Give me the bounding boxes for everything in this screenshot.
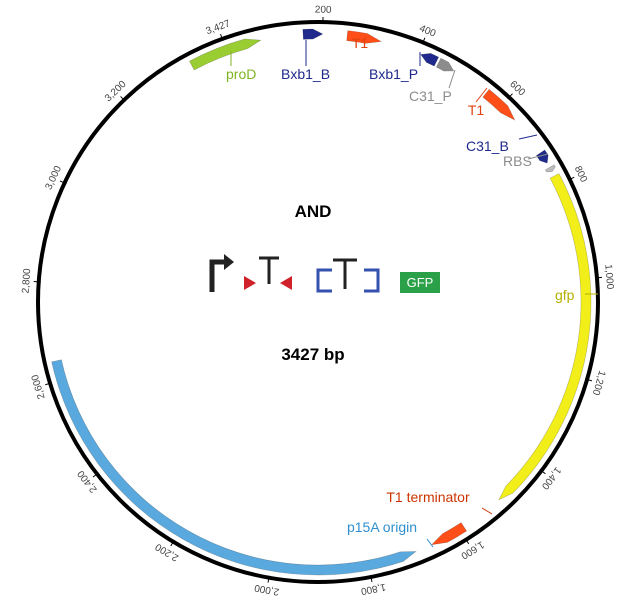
feature-arrow-p15a-origin: [51, 359, 417, 576]
feature-arrow-c31-p: [435, 57, 455, 72]
feature-label-gfp: gfp: [555, 287, 575, 303]
tick-mark: [464, 537, 470, 545]
tick-label: 800: [572, 164, 589, 184]
tick-mark: [585, 378, 593, 382]
gfp-box: [400, 272, 440, 293]
feature-arrow-prod: [189, 38, 262, 71]
tick-mark: [370, 574, 373, 582]
tick-label: 400: [418, 23, 438, 40]
terminator-icon-1: [259, 256, 279, 284]
tick-mark: [170, 539, 175, 547]
feature-label-t1-terminator: T1 terminator: [386, 489, 470, 505]
feature-arrow-gfp: [498, 173, 592, 501]
bxb1-site-left-icon: [244, 276, 256, 290]
feature-leader-line: [475, 87, 488, 103]
tick-label: 2,800: [21, 268, 34, 294]
tick-marks: 2004006008001,0001,2001,4001,6001,8002,0…: [21, 5, 616, 597]
feature-arrow-t1-a: [346, 30, 383, 44]
gfp-box-label: GFP: [407, 275, 434, 290]
feature-label-c31-p: C31_P: [409, 88, 452, 104]
bxb1-site-right-icon: [280, 276, 292, 290]
feature-label-t1-a: T1: [352, 35, 369, 51]
feature-label-c31-b: C31_B: [466, 138, 509, 154]
tick-mark: [567, 176, 575, 181]
c31-site-left-icon: [316, 268, 332, 293]
feature-leader-line: [448, 69, 456, 89]
tick-mark: [507, 93, 513, 100]
tick-mark: [92, 472, 99, 478]
feature-label-bxb1-b: Bxb1_B: [281, 66, 330, 82]
feature-arrow-bxb1-b: [302, 28, 324, 40]
feature-label-bxb1-p: Bxb1_P: [369, 66, 418, 82]
tick-mark: [267, 575, 270, 583]
plasmid-backbone: [36, 20, 600, 584]
feature-arrow-bxb1-p: [420, 53, 440, 67]
tick-label: 200: [315, 5, 332, 16]
tick-mark: [421, 37, 426, 45]
tick-mark: [594, 276, 602, 279]
feature-label-prod: proD: [226, 66, 256, 82]
tick-label: 2,000: [253, 582, 280, 597]
circuit-diagram: GFP: [209, 254, 440, 293]
feature-arrow-rbs: [544, 164, 556, 173]
tick-label: 1,200: [590, 369, 608, 397]
tick-label: 1,800: [360, 581, 387, 597]
tick-mark: [59, 180, 67, 185]
feature-arrows: [51, 28, 592, 576]
feature-arrow-c31-b: [536, 149, 549, 164]
feature-arrow-t1-terminator: [430, 522, 467, 546]
feature-arrow-t1-b: [482, 88, 516, 121]
plasmid-size-label: 3427 bp: [281, 345, 344, 364]
tick-mark: [120, 96, 126, 102]
plasmid-title: AND: [295, 202, 332, 221]
tick-label: 2,600: [30, 373, 48, 401]
promoter-icon: [209, 254, 234, 292]
tick-label: 3,427: [205, 18, 233, 37]
feature-leader-line: [527, 153, 549, 160]
feature-label-p15a-origin: p15A origin: [347, 519, 417, 535]
tick-label: 1,000: [602, 264, 615, 290]
c31-site-right-icon: [364, 268, 380, 293]
terminator-icon-2: [333, 258, 357, 289]
tick-mark: [539, 469, 546, 475]
feature-leader-line: [481, 507, 493, 515]
feature-leader-line: [426, 538, 434, 548]
tick-mark: [220, 34, 224, 41]
tick-mark: [45, 382, 53, 386]
tick-mark: [33, 280, 41, 283]
feature-label-rbs: RBS: [503, 153, 532, 169]
feature-leader-line: [518, 134, 538, 140]
feature-label-t1-b: T1: [468, 102, 485, 118]
